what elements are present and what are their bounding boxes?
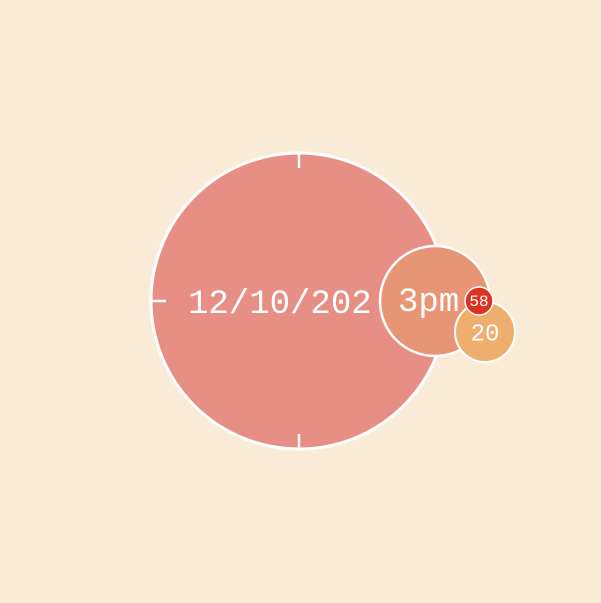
second-dial: 58	[464, 286, 494, 316]
minute-dial: 20	[454, 301, 516, 363]
second-circle	[464, 286, 494, 316]
date-label: 12/10/202	[188, 286, 372, 324]
minute-label: 20	[471, 322, 500, 349]
hour-label: 3pm	[398, 284, 459, 322]
second-label: 58	[469, 293, 488, 311]
